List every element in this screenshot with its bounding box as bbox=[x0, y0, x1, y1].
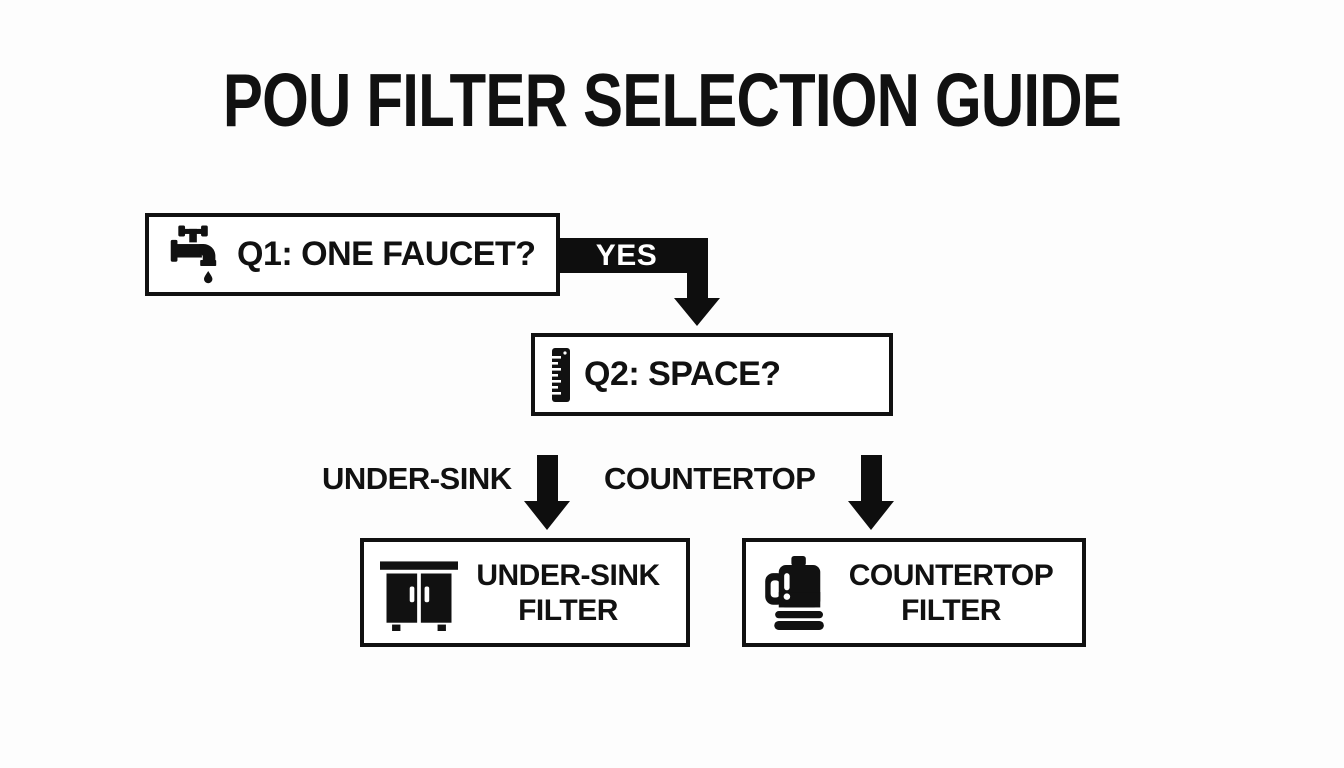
under-sink-arrow-head-icon bbox=[524, 501, 570, 530]
under-sink-arrow-stem bbox=[537, 455, 558, 502]
countertop-filter-label: COUNTERTOP FILTER bbox=[828, 558, 1074, 628]
q1-box: Q1: ONE FAUCET? bbox=[145, 213, 560, 296]
yes-label: YES bbox=[595, 238, 658, 272]
under-sink-filter-label: UNDER-SINK FILTER bbox=[458, 558, 678, 628]
under-sink-filter-label-line1: UNDER-SINK bbox=[476, 558, 660, 592]
countertop-filter-box: COUNTERTOP FILTER bbox=[742, 538, 1086, 647]
pitcher-icon bbox=[762, 555, 828, 630]
countertop-filter-label-line2: FILTER bbox=[901, 593, 1001, 627]
yes-connector-bar: YES bbox=[559, 238, 708, 273]
cabinet-icon bbox=[380, 555, 458, 631]
q2-box: Q2: SPACE? bbox=[531, 333, 893, 416]
countertop-arrow-stem bbox=[861, 455, 882, 502]
under-sink-filter-label-line2: FILTER bbox=[518, 593, 618, 627]
q1-label: Q1: ONE FAUCET? bbox=[237, 235, 536, 273]
q2-label: Q2: SPACE? bbox=[584, 355, 781, 393]
countertop-filter-label-line1: COUNTERTOP bbox=[848, 558, 1054, 592]
yes-arrow-head-icon bbox=[674, 298, 720, 326]
faucet-icon bbox=[169, 223, 223, 287]
branch-label-under-sink: UNDER-SINK bbox=[322, 461, 512, 496]
page-title: POU FILTER SELECTION GUIDE bbox=[222, 58, 1122, 142]
ruler-icon bbox=[551, 347, 571, 402]
countertop-arrow-head-icon bbox=[848, 501, 894, 530]
under-sink-filter-box: UNDER-SINK FILTER bbox=[360, 538, 690, 647]
branch-label-countertop: COUNTERTOP bbox=[604, 461, 816, 496]
yes-arrow-stem bbox=[687, 270, 708, 299]
